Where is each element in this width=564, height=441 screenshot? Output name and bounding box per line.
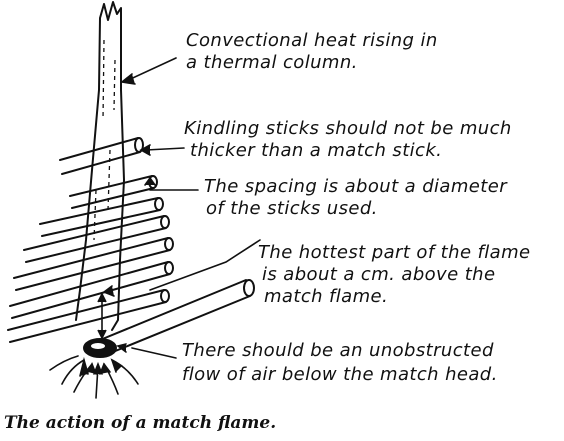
kindling-stick [69, 175, 155, 209]
kindling-stick [23, 215, 167, 263]
match-stick [83, 279, 255, 358]
annotation-convection: Convectional heat rising in a thermal co… [186, 30, 444, 73]
airflow-leader [131, 347, 177, 359]
thermal-column [75, 1, 125, 331]
convection-arrowhead [120, 73, 136, 85]
annotation-line: The spacing is about a diameter [204, 176, 508, 197]
annotation-line: The hottest part of the flame [258, 242, 531, 263]
annotation-spacing: The spacing is about a diameter of the s… [204, 176, 513, 219]
figure-caption: The action of a match flame. [4, 413, 277, 433]
annotation-line: Convectional heat rising in [186, 30, 438, 51]
annotation-line: Kindling sticks should not be much [184, 118, 512, 139]
kindling-sticks [7, 137, 174, 343]
kindling-arrowhead [139, 144, 151, 156]
air-flow-arrows [49, 355, 139, 399]
annotation-line: thicker than a match stick. [190, 140, 442, 161]
hottest-leader [149, 239, 261, 291]
annotation-airflow: There should be an unobstructed flow of … [182, 340, 500, 385]
leader-lines [102, 57, 261, 359]
kindling-stick [13, 237, 171, 291]
kindling-stick [59, 137, 141, 175]
annotation-hottest: The hottest part of the flame is about a… [258, 242, 537, 307]
stick-end [164, 237, 174, 251]
annotation-line: match flame. [264, 286, 388, 307]
hottest-spot-marker [97, 292, 107, 340]
kindling-stick [9, 261, 171, 319]
stick-end [154, 197, 164, 211]
airflow-arrowhead [116, 343, 127, 353]
annotation-line: is about a cm. above the [262, 264, 495, 285]
annotation-line: a thermal column. [186, 52, 358, 73]
kindling-stick [7, 289, 167, 343]
stick-end [164, 261, 174, 275]
stick-end [160, 289, 170, 303]
stick-end [134, 137, 144, 153]
hottest-arrowhead [102, 285, 115, 297]
annotation-kindling: Kindling sticks should not be much thick… [184, 118, 518, 161]
annotation-line: of the sticks used. [206, 198, 378, 219]
kindling-stick [39, 197, 161, 237]
column-streaks [93, 39, 116, 241]
annotation-line: flow of air below the match head. [182, 364, 498, 385]
annotation-line: There should be an unobstructed [182, 340, 494, 361]
stick-end [160, 215, 170, 229]
spacing-arrowhead [144, 176, 156, 186]
kindling-leader [145, 147, 185, 151]
